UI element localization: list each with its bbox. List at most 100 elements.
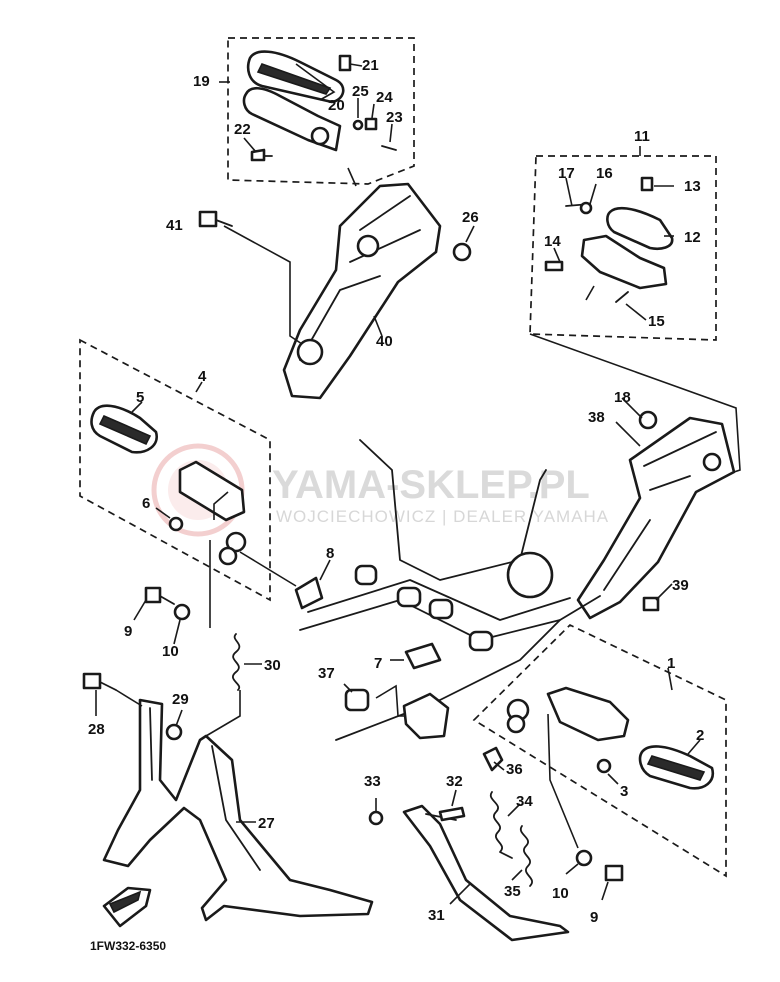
washer-16 xyxy=(579,201,593,215)
footrest-bracket-4 xyxy=(178,460,246,522)
bolt-9-left xyxy=(144,586,162,604)
pin-14 xyxy=(544,260,564,272)
callout-31: 31 xyxy=(428,907,445,924)
bolt-39 xyxy=(642,596,660,612)
cotter-pin-15 xyxy=(615,291,629,303)
callout-12: 12 xyxy=(684,229,701,246)
group-box-11 xyxy=(529,155,717,341)
bracket-38-body xyxy=(576,416,736,620)
callout-22: 22 xyxy=(234,121,251,138)
frame-pivot-tube xyxy=(506,551,554,599)
callout-39: 39 xyxy=(672,577,689,594)
footrest-pivot xyxy=(310,126,330,146)
callout-8: 8 xyxy=(326,545,334,562)
group-box-1 xyxy=(472,623,727,878)
callout-numbers: 1 2 3 4 5 6 7 8 9 10 11 12 13 14 15 16 1… xyxy=(88,57,704,926)
callout-6: 6 xyxy=(142,495,150,512)
center-stand-27 xyxy=(102,698,374,928)
nut-33 xyxy=(368,810,384,826)
callout-16: 16 xyxy=(596,165,613,182)
bolt-41 xyxy=(198,210,218,228)
callout-5: 5 xyxy=(136,389,144,406)
washer-10-left xyxy=(173,603,191,621)
cotter-pin-23 xyxy=(381,145,397,151)
plate-7 xyxy=(404,642,442,670)
bolt-9-right xyxy=(604,864,624,882)
footrest-bracket-40 xyxy=(198,182,472,400)
center-stand-body xyxy=(102,698,374,922)
watermark-brand: YAMA-SKLEP.PL xyxy=(272,463,590,507)
nut-3 xyxy=(596,758,612,774)
bolt-13 xyxy=(640,176,654,192)
callout-19: 19 xyxy=(193,73,210,90)
callout-35: 35 xyxy=(504,883,521,900)
footrest-bracket-1 xyxy=(546,686,630,742)
callout-37: 37 xyxy=(318,665,335,682)
bracket-40-body xyxy=(282,182,442,400)
callout-13: 13 xyxy=(684,178,701,195)
side-stand-31 xyxy=(368,746,624,942)
footrest-assembly-1 xyxy=(506,686,715,790)
callout-17: 17 xyxy=(558,165,575,182)
callout-28: 28 xyxy=(88,721,105,738)
callout-1: 1 xyxy=(667,655,675,672)
watermark-subtitle: WOJCIECHOWICZ | DEALER YAMAHA xyxy=(276,507,609,526)
bolt-37 xyxy=(344,688,370,712)
callout-11: 11 xyxy=(634,128,650,145)
bolt-21 xyxy=(338,54,352,72)
group-box-4 xyxy=(79,338,271,602)
callout-2: 2 xyxy=(696,727,704,744)
callout-15: 15 xyxy=(648,313,665,330)
lower-left-fasteners xyxy=(82,586,241,741)
assembly-group-boxes xyxy=(79,37,727,878)
callout-23: 23 xyxy=(386,109,403,126)
spring-24 xyxy=(364,117,378,131)
callout-18: 18 xyxy=(614,389,631,406)
bolt-32 xyxy=(438,806,466,822)
side-stand-body xyxy=(402,804,570,942)
nut-18 xyxy=(638,410,658,430)
footrest-bracket-11 xyxy=(580,234,668,290)
callout-14: 14 xyxy=(544,233,561,250)
callout-21: 21 xyxy=(362,57,379,74)
nut-29 xyxy=(165,723,183,741)
callout-40: 40 xyxy=(376,333,393,350)
spring-30 xyxy=(232,633,241,691)
callout-10-left: 10 xyxy=(162,643,179,660)
washer-25 xyxy=(352,119,364,131)
footrest-rubber-grip xyxy=(256,63,332,95)
callout-30: 30 xyxy=(264,657,281,674)
footrest-bracket-38 xyxy=(576,410,736,620)
callout-20: 20 xyxy=(328,97,345,114)
leader-lines xyxy=(95,63,741,905)
callout-25: 25 xyxy=(352,83,369,100)
nut-6 xyxy=(168,516,184,532)
bracket-side-stand xyxy=(402,692,450,740)
bolt-28 xyxy=(82,672,102,690)
footrest-rubber-12 xyxy=(606,206,674,250)
callout-34: 34 xyxy=(516,793,533,810)
footrest-assembly-19 xyxy=(242,50,397,162)
callout-29: 29 xyxy=(172,691,189,708)
footrest-assembly-11 xyxy=(544,176,674,303)
callout-27: 27 xyxy=(258,815,275,832)
washer-10-right xyxy=(575,849,593,867)
callout-41: 41 xyxy=(166,217,183,234)
group-box-19 xyxy=(227,37,415,185)
frame-section xyxy=(294,439,601,741)
callout-3: 3 xyxy=(620,783,628,800)
spring-35 xyxy=(519,825,533,887)
callout-38: 38 xyxy=(588,409,605,426)
callout-36: 36 xyxy=(506,761,523,778)
callout-10-right: 10 xyxy=(552,885,569,902)
footrest-assembly-4 xyxy=(90,404,247,566)
nut-26 xyxy=(452,242,472,262)
callout-9-left: 9 xyxy=(124,623,132,640)
callout-7: 7 xyxy=(374,655,382,672)
drawing-code: 1FW332-6350 xyxy=(90,939,166,953)
callout-4: 4 xyxy=(198,368,207,385)
callout-33: 33 xyxy=(364,773,381,790)
callout-32: 32 xyxy=(446,773,463,790)
